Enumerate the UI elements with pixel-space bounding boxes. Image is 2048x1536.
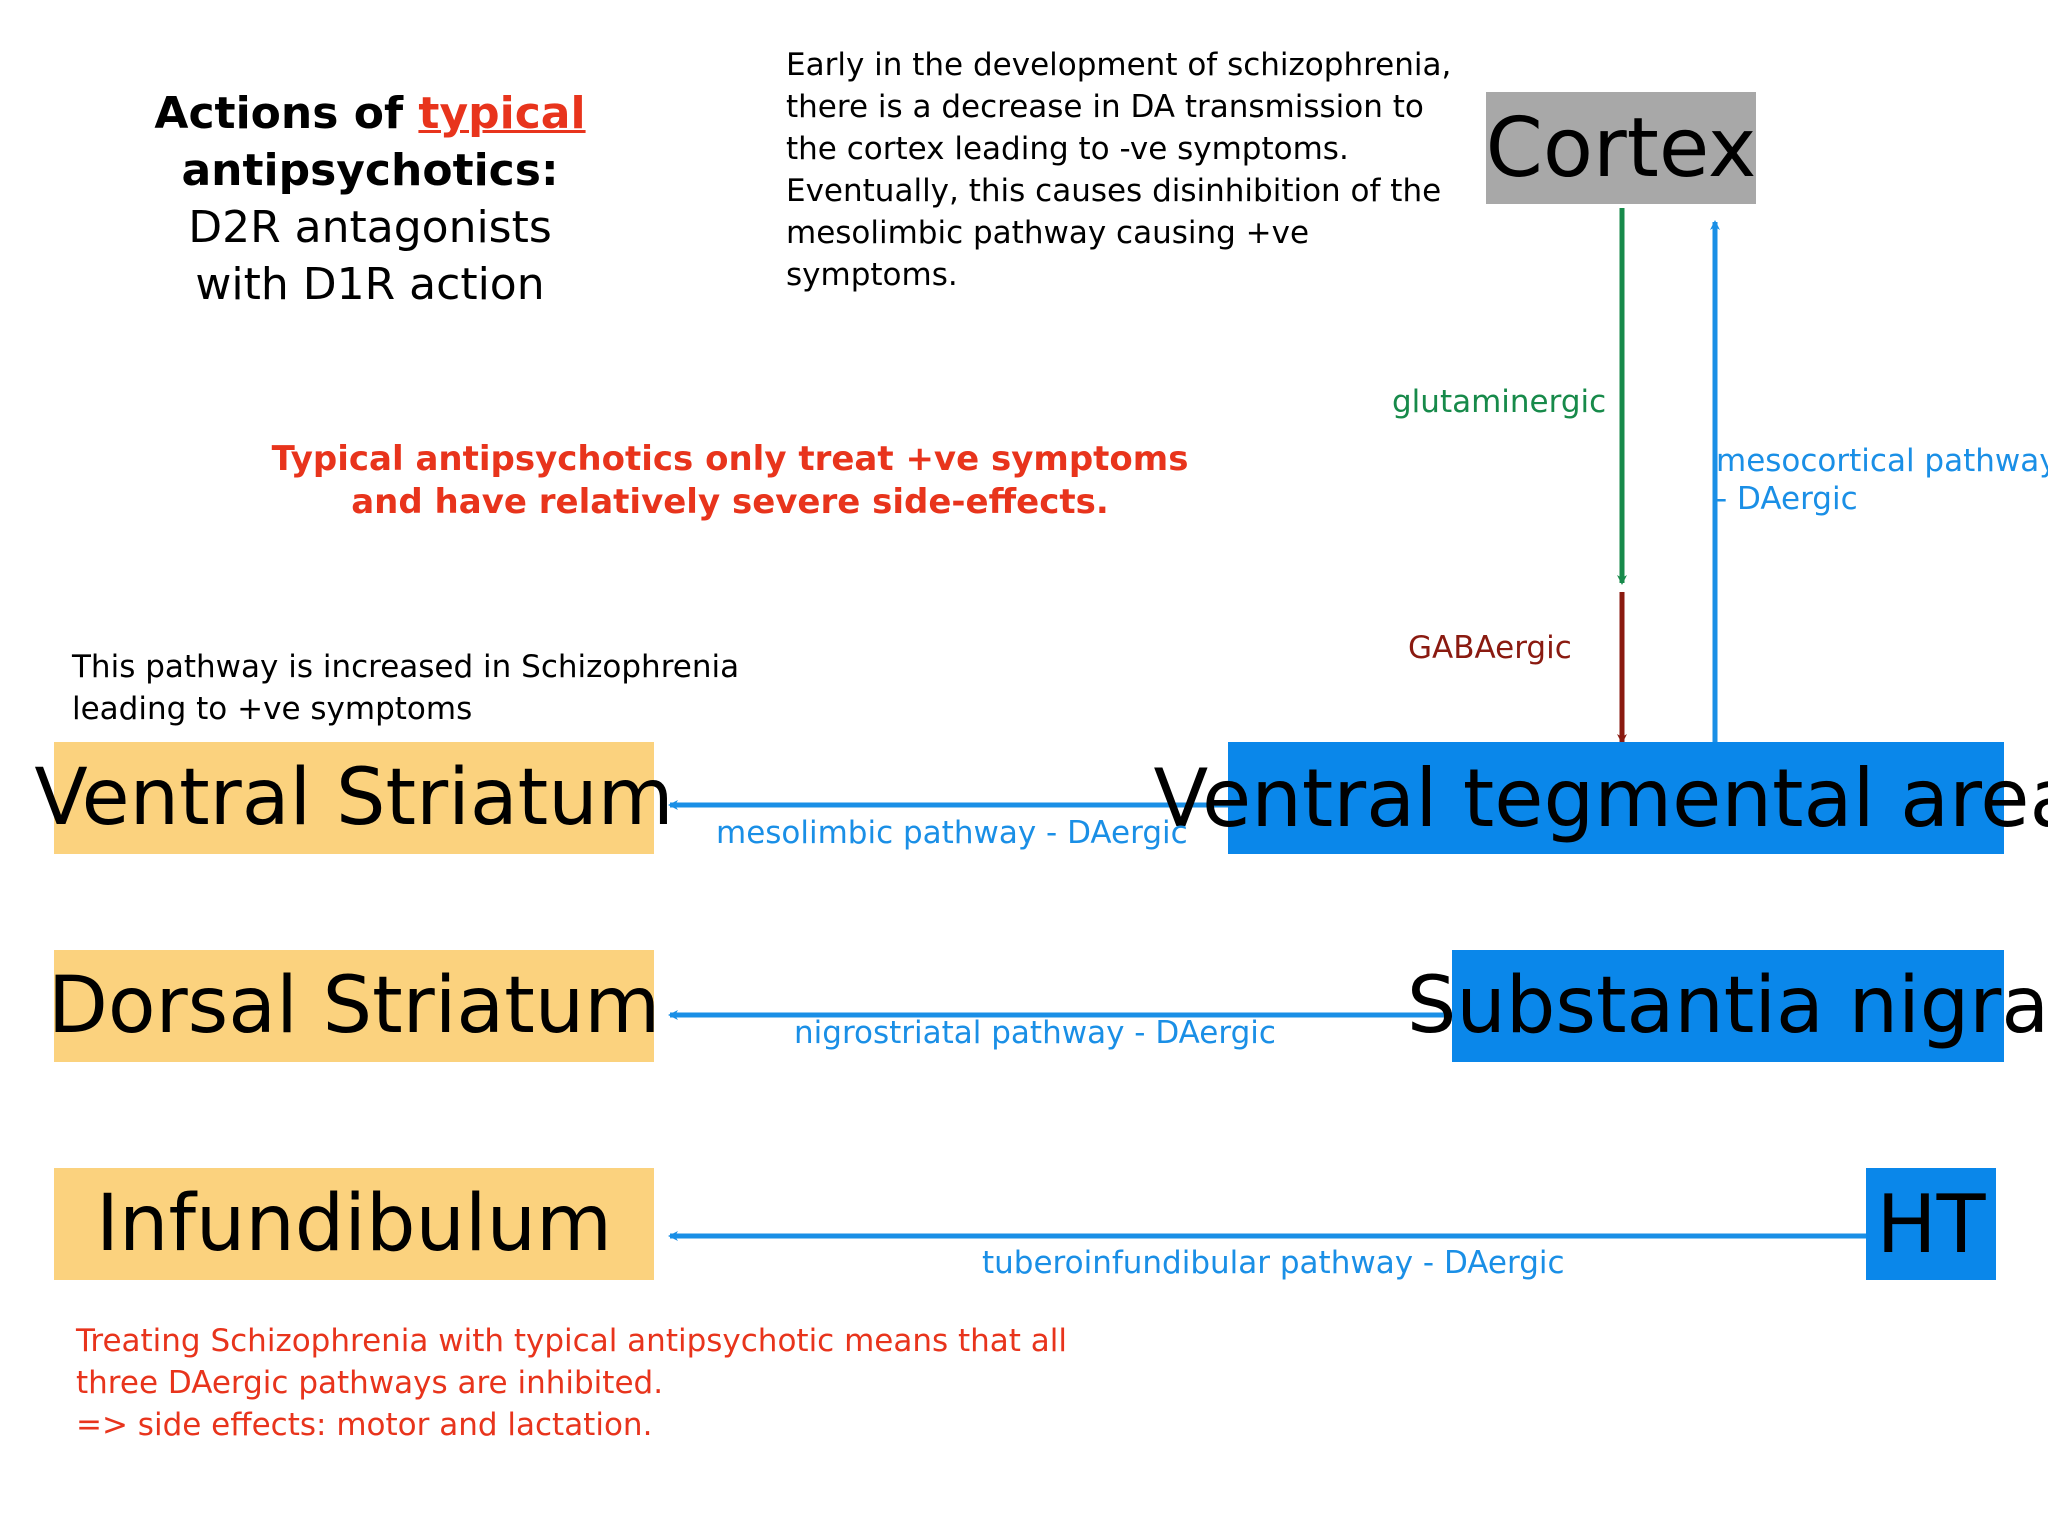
diagram-title: Actions of typical antipsychotics: D2R a… xyxy=(110,85,630,313)
cortex-box: Cortex xyxy=(1486,92,1756,204)
mesocortical-label-line1: mesocortical pathway xyxy=(1716,443,2048,479)
vta-box: Ventral tegmental area xyxy=(1153,742,2048,854)
increase-note: This pathway is increased in Schizophren… xyxy=(72,646,832,730)
warning-line1: Typical antipsychotics only treat +ve sy… xyxy=(271,439,1189,479)
treatment-line2: three DAergic pathways are inhibited. xyxy=(76,1365,664,1401)
ht-box: HT xyxy=(1866,1168,1996,1280)
mesocortical-label: mesocortical pathway - DAergic xyxy=(1716,442,2048,518)
tuberoinfundibular-label: tuberoinfundibular pathway - DAergic xyxy=(982,1245,1565,1281)
warning-note: Typical antipsychotics only treat +ve sy… xyxy=(250,438,1210,524)
increase-line2: leading to +ve symptoms xyxy=(72,691,473,727)
title-prefix: Actions of xyxy=(154,88,419,139)
nigrostriatal-label: nigrostriatal pathway - DAergic xyxy=(794,1015,1276,1051)
treatment-line1: Treating Schizophrenia with typical anti… xyxy=(76,1323,1068,1359)
mesolimbic-label: mesolimbic pathway - DAergic xyxy=(716,815,1188,851)
title-line2: antipsychotics: xyxy=(181,145,559,196)
title-line4: with D1R action xyxy=(195,259,545,310)
gabaergic-label: GABAergic xyxy=(1408,630,1572,666)
warning-line2: and have relatively severe side-effects. xyxy=(351,482,1109,522)
intro-note: Early in the development of schizophreni… xyxy=(786,47,1452,293)
dorsal-striatum-box: Dorsal Striatum xyxy=(48,950,660,1062)
glutaminergic-label: glutaminergic xyxy=(1392,384,1607,420)
title-accent: typical xyxy=(418,88,586,139)
title-line3: D2R antagonists xyxy=(188,202,552,253)
treatment-line3: => side effects: motor and lactation. xyxy=(76,1407,653,1443)
mesocortical-label-line2: - DAergic xyxy=(1716,481,1858,517)
substantia-nigra-box: Substantia nigra xyxy=(1407,950,2048,1062)
ventral-striatum-box: Ventral Striatum xyxy=(34,742,674,854)
infundibulum-box: Infundibulum xyxy=(54,1168,654,1280)
treatment-note: Treating Schizophrenia with typical anti… xyxy=(76,1320,1076,1446)
increase-line1: This pathway is increased in Schizophren… xyxy=(72,649,740,685)
